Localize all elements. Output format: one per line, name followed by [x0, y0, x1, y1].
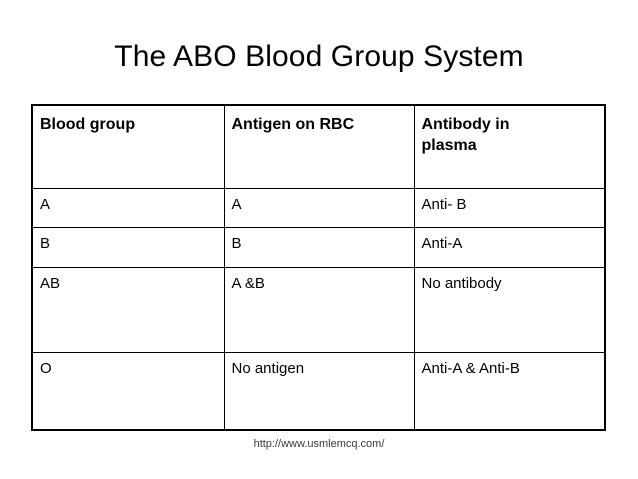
table-header-row: Blood group Antigen on RBC Antibody in p… — [31, 104, 606, 189]
cell-antibody-in-plasma: Anti- B — [413, 188, 606, 228]
source-url-caption: http://www.usmlemcq.com/ — [253, 438, 385, 450]
table-row: AB A &B No antibody — [31, 267, 606, 353]
table-row: A A Anti- B — [31, 188, 606, 228]
cell-antigen-on-rbc: A &B — [223, 267, 415, 353]
cell-blood-group: A — [31, 188, 225, 228]
cell-antigen-on-rbc: B — [223, 227, 415, 268]
cell-blood-group: B — [31, 227, 225, 268]
column-header-antibody-line1: Antibody in — [421, 116, 510, 133]
cell-antibody-in-plasma: Anti-A & Anti-B — [413, 352, 606, 431]
column-header-antibody-in-plasma: Antibody in plasma — [413, 104, 606, 189]
table-row: O No antigen Anti-A & Anti-B — [31, 352, 606, 431]
page-title: The ABO Blood Group System — [114, 40, 524, 73]
cell-blood-group: AB — [31, 267, 225, 353]
blood-group-table: Blood group Antigen on RBC Antibody in p… — [31, 104, 606, 431]
column-header-blood-group: Blood group — [31, 104, 225, 189]
cell-antigen-on-rbc: A — [223, 188, 415, 228]
cell-antibody-in-plasma: No antibody — [413, 267, 606, 353]
cell-antibody-in-plasma: Anti-A — [413, 227, 606, 268]
cell-blood-group: O — [31, 352, 225, 431]
table-row: B B Anti-A — [31, 227, 606, 268]
column-header-antibody-line2: plasma — [421, 137, 477, 154]
column-header-antigen-on-rbc: Antigen on RBC — [223, 104, 415, 189]
cell-antigen-on-rbc: No antigen — [223, 352, 415, 431]
